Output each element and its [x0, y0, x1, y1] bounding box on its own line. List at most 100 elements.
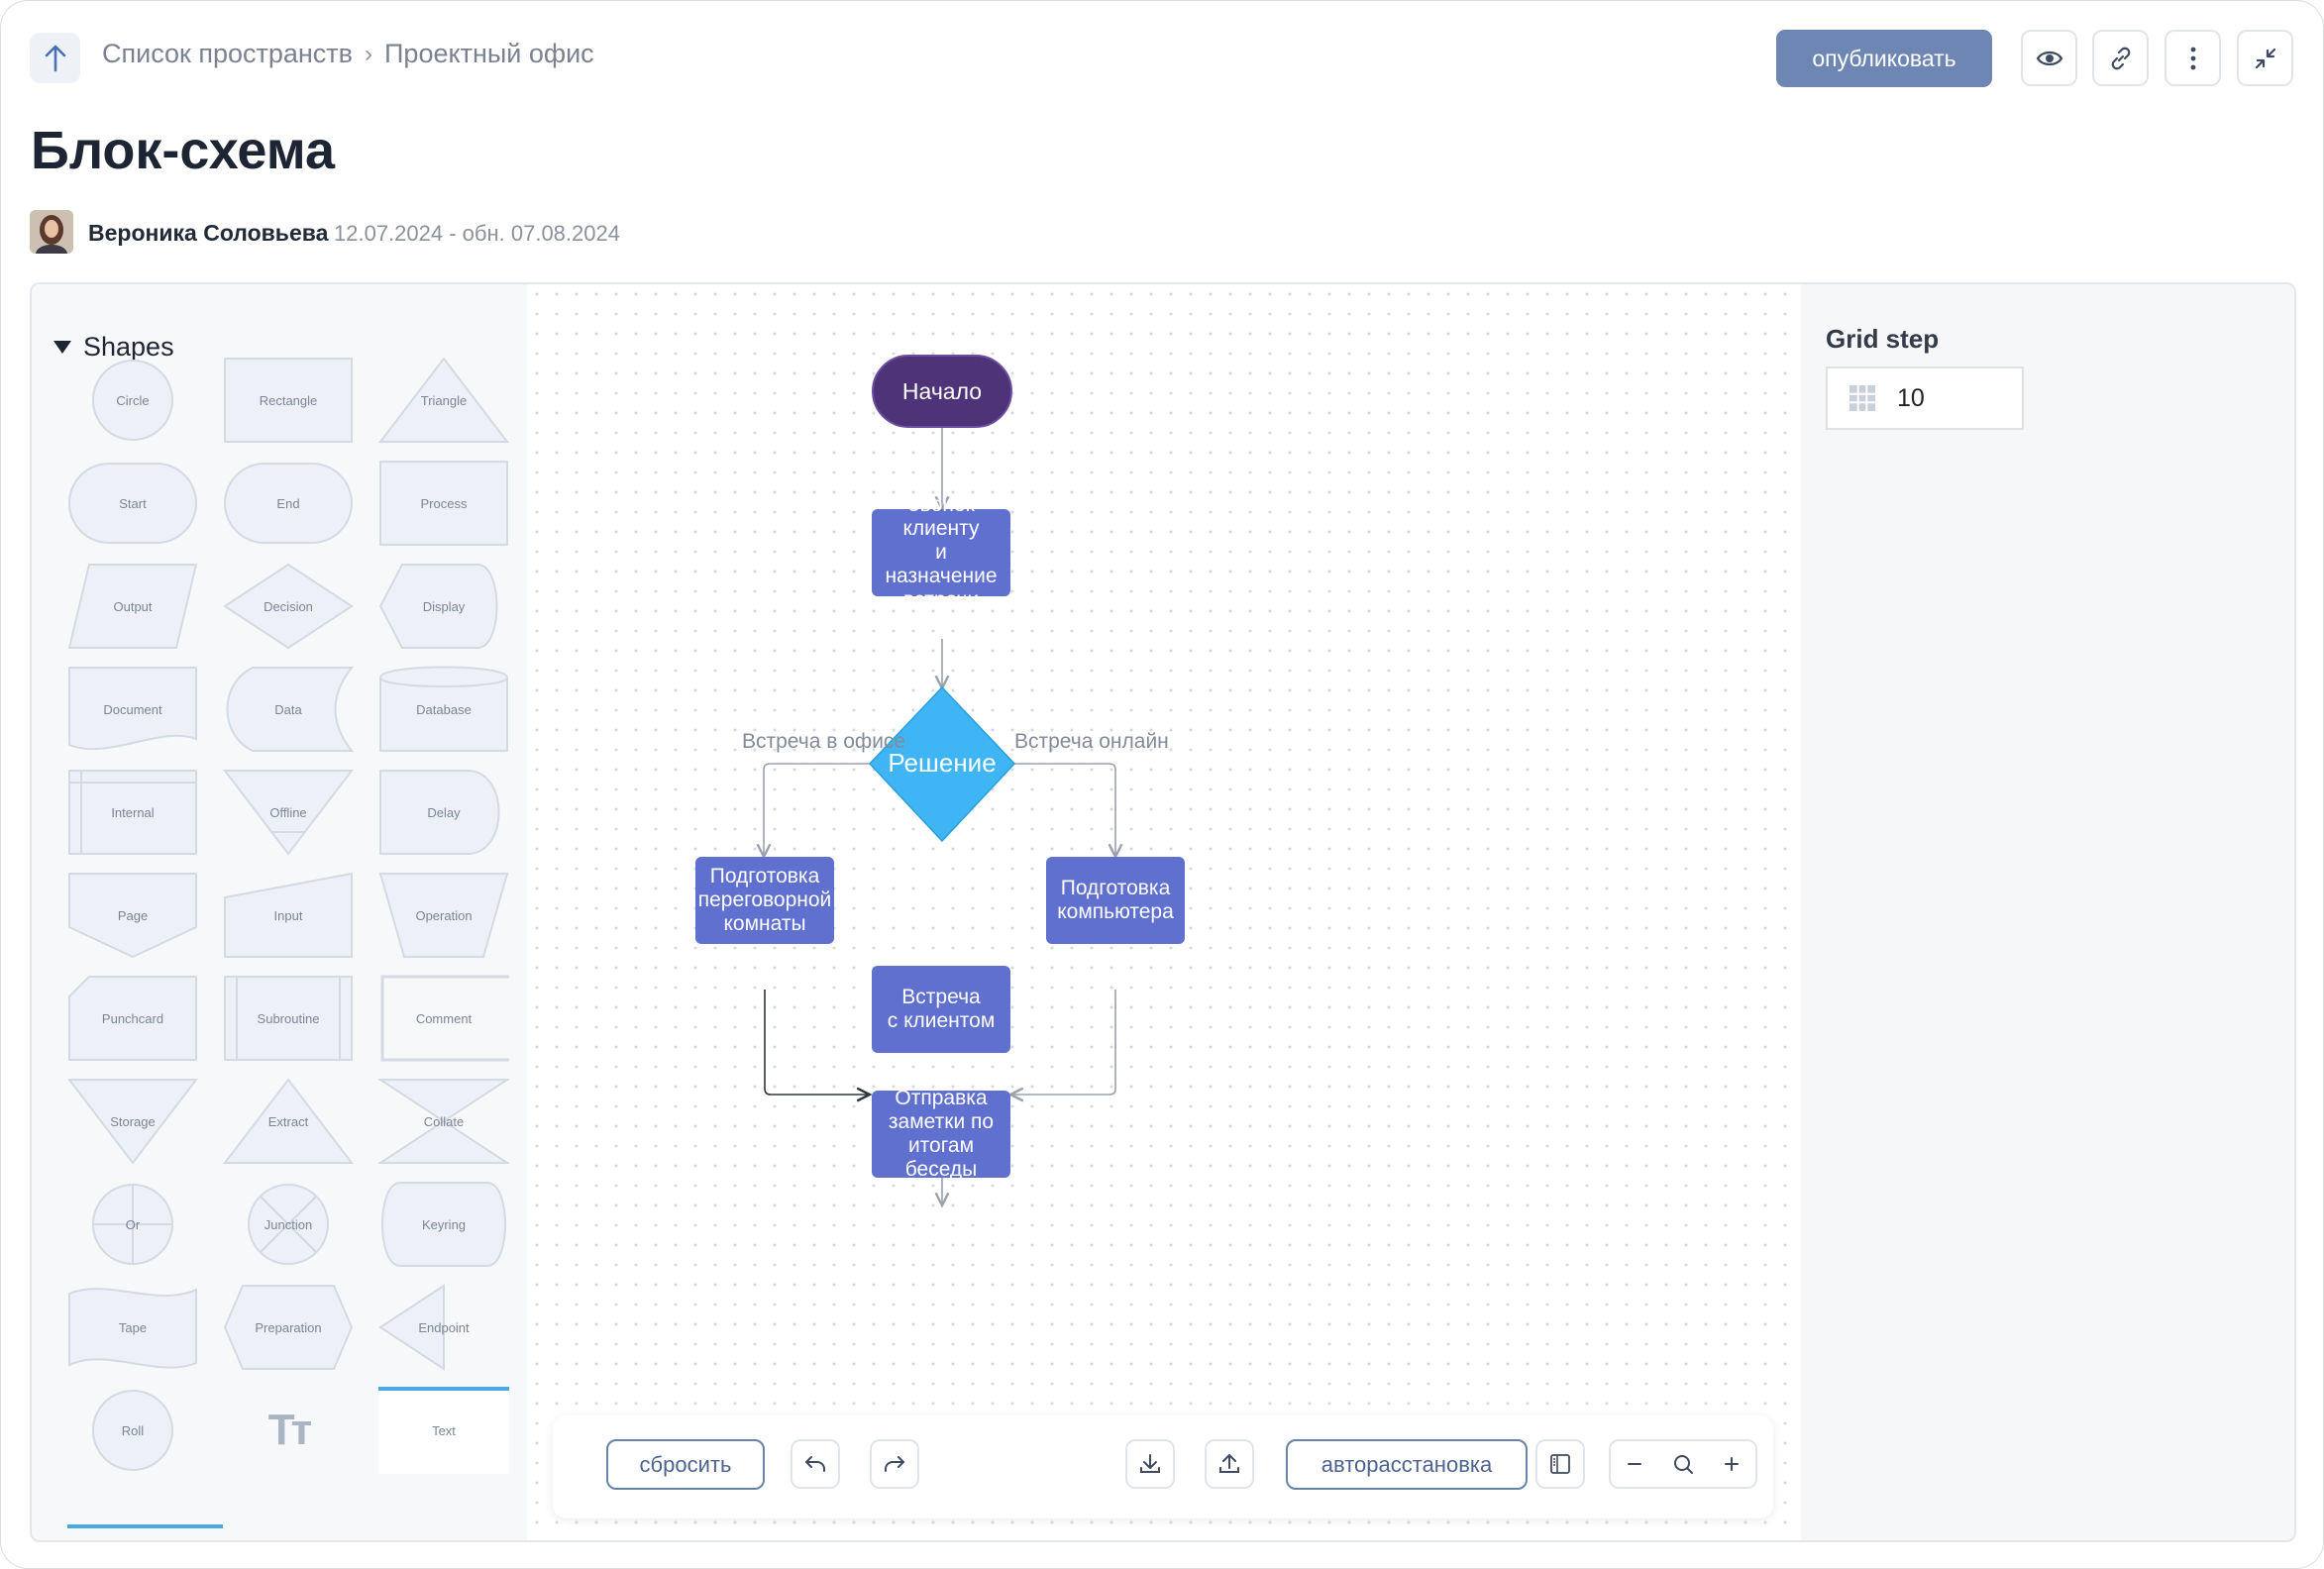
- grid-step-input[interactable]: 10: [1826, 366, 2024, 430]
- collapse-button[interactable]: [2237, 30, 2293, 86]
- shape-rectangle[interactable]: Rectangle: [223, 357, 354, 444]
- preview-button[interactable]: [2021, 30, 2077, 86]
- node-start[interactable]: Начало: [872, 355, 1012, 428]
- shape-internal[interactable]: Internal: [67, 769, 198, 856]
- reset-button[interactable]: сбросить: [606, 1439, 765, 1490]
- more-button[interactable]: [2165, 30, 2221, 86]
- auto-layout-button[interactable]: авторасстановка: [1286, 1439, 1528, 1490]
- shape-comment[interactable]: Comment: [378, 975, 509, 1062]
- shape-keyring[interactable]: Keyring: [378, 1181, 509, 1268]
- node-send-notes[interactable]: Отправка заметки по итогам беседы: [872, 1087, 1010, 1181]
- shape-label: Display: [422, 598, 466, 614]
- shape-label: Punchcard: [101, 1010, 164, 1026]
- zoom-fit-button[interactable]: [1663, 1444, 1703, 1484]
- eye-icon: [2036, 51, 2062, 65]
- document-dates: 12.07.2024 - обн. 07.08.2024: [334, 221, 620, 246]
- node-meeting[interactable]: Встреча с клиентом: [872, 966, 1010, 1053]
- shape-label: Internal: [111, 804, 155, 820]
- breadcrumb: Список пространств › Проектный офис: [102, 39, 594, 69]
- arrow-up-icon: [45, 45, 65, 71]
- grid-step-value: 10: [1897, 383, 1925, 412]
- shape-label: Roll: [121, 1422, 145, 1438]
- shape-display[interactable]: Display: [378, 563, 509, 650]
- zoom-controls: [1609, 1439, 1757, 1489]
- shape-label: Page: [117, 907, 149, 923]
- diagram-editor: Shapes Circle Rectangle Triangle: [30, 282, 2296, 1542]
- connectors: [527, 405, 1801, 1542]
- panel-icon: [1550, 1454, 1570, 1474]
- back-up-button[interactable]: [30, 33, 80, 83]
- redo-button[interactable]: [870, 1439, 919, 1489]
- shape-text-style[interactable]: Tт: [223, 1387, 354, 1474]
- shape-database[interactable]: Database: [378, 666, 509, 753]
- publish-button[interactable]: опубликовать: [1776, 30, 1992, 87]
- text-style-icon: Tт: [267, 1406, 312, 1454]
- undo-button[interactable]: [791, 1439, 840, 1489]
- node-prep-computer[interactable]: Подготовка компьютера: [1046, 857, 1185, 944]
- shape-label: Storage: [110, 1113, 156, 1129]
- shapes-panel-title: Shapes: [83, 332, 174, 362]
- connector-left-meeting: [764, 990, 870, 1095]
- node-prep-room[interactable]: Подготовка переговорной комнаты: [695, 857, 834, 944]
- shape-label: Preparation: [255, 1319, 322, 1335]
- copy-link-button[interactable]: [2092, 30, 2149, 86]
- zoom-icon: [1673, 1455, 1693, 1474]
- shape-start[interactable]: Start: [67, 460, 198, 547]
- shape-decision[interactable]: Decision: [223, 563, 354, 650]
- connector-decision-right: [1014, 763, 1115, 857]
- shape-preparation[interactable]: Preparation: [223, 1284, 354, 1371]
- download-button[interactable]: [1125, 1439, 1175, 1489]
- shape-punchcard[interactable]: Punchcard: [67, 975, 198, 1062]
- shape-storage[interactable]: Storage: [67, 1078, 198, 1165]
- shape-collate[interactable]: Collate: [378, 1078, 509, 1165]
- grid-step-label: Grid step: [1826, 324, 1940, 354]
- author-name[interactable]: Вероника Соловьева: [88, 220, 329, 246]
- shape-label: Comment: [415, 1010, 473, 1026]
- shape-input[interactable]: Input: [223, 872, 354, 959]
- toggle-panel-button[interactable]: [1535, 1439, 1585, 1489]
- shape-triangle[interactable]: Triangle: [378, 357, 509, 444]
- shape-label: Tape: [118, 1319, 148, 1335]
- shape-roll[interactable]: Roll: [67, 1387, 198, 1474]
- shape-label: Input: [273, 907, 303, 923]
- shape-operation[interactable]: Operation: [378, 872, 509, 959]
- link-icon: [2111, 47, 2130, 69]
- shape-process[interactable]: Process: [378, 460, 509, 547]
- shape-label: Decision: [264, 598, 313, 614]
- undo-icon: [805, 1456, 825, 1472]
- shape-offline[interactable]: Offline: [223, 769, 354, 856]
- zoom-out-button[interactable]: [1615, 1444, 1654, 1484]
- shape-circle[interactable]: Circle: [67, 357, 198, 444]
- zoom-in-button[interactable]: [1712, 1444, 1751, 1484]
- shape-label: End: [276, 495, 300, 511]
- shape-label: Operation: [415, 907, 473, 923]
- shape-label: Database: [416, 701, 472, 717]
- upload-icon: [1219, 1454, 1239, 1473]
- decision-diamond: [868, 685, 1016, 843]
- redo-icon: [885, 1456, 904, 1472]
- shape-junction[interactable]: Junction: [223, 1181, 354, 1268]
- diagram-canvas[interactable]: Начало Звонок клиенту и назначение встре…: [527, 284, 1801, 1542]
- shape-document[interactable]: Document: [67, 666, 198, 753]
- upload-button[interactable]: [1205, 1439, 1254, 1489]
- breadcrumb-spaces-list[interactable]: Список пространств: [102, 39, 354, 68]
- shape-or[interactable]: Or: [67, 1181, 198, 1268]
- shape-end[interactable]: End: [223, 460, 354, 547]
- breadcrumb-project-office[interactable]: Проектный офис: [384, 39, 594, 68]
- shape-label: Junction: [264, 1216, 313, 1232]
- shape-text[interactable]: Text: [378, 1387, 509, 1474]
- shape-delay[interactable]: Delay: [378, 769, 509, 856]
- shape-subroutine[interactable]: Subroutine: [223, 975, 354, 1062]
- more-vertical-icon: [2190, 47, 2195, 69]
- shape-output[interactable]: Output: [67, 563, 198, 650]
- shape-data[interactable]: Data: [223, 666, 354, 753]
- shape-page[interactable]: Page: [67, 872, 198, 959]
- node-call-client[interactable]: Звонок клиенту и назначение встречи: [872, 493, 1010, 611]
- node-decision-label[interactable]: Решение: [888, 748, 997, 779]
- shape-extract[interactable]: Extract: [223, 1078, 354, 1165]
- shape-endpoint[interactable]: Endpoint: [378, 1284, 509, 1371]
- shape-tape[interactable]: Tape: [67, 1284, 198, 1371]
- shapes-panel-toggle[interactable]: Shapes: [53, 332, 174, 363]
- canvas-toolbar: сбросить: [553, 1415, 1773, 1518]
- shape-label: Delay: [427, 804, 461, 820]
